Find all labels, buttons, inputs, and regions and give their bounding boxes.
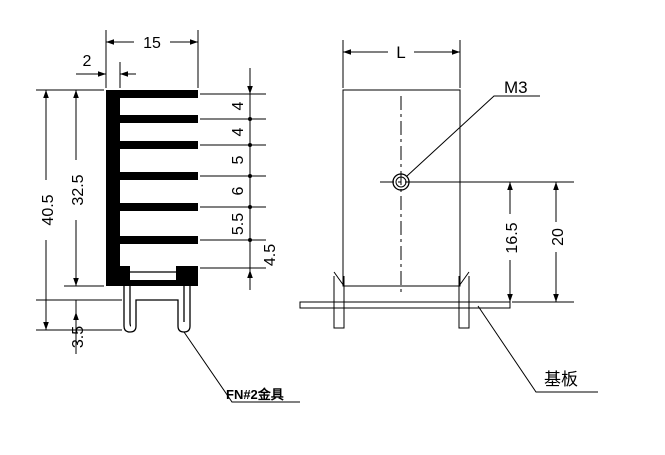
- dim-plate-height: 20: [512, 182, 574, 303]
- dim-plate-height-label: 20: [550, 228, 567, 246]
- clip-callout: FN#2金具: [183, 331, 300, 403]
- board-label: 基板: [544, 370, 578, 389]
- dim-clip-height: 3.5: [70, 300, 87, 354]
- pitch-label-5: 5.5: [230, 213, 247, 235]
- dim-fin-pitches: 4 4 5 6 5.5 4.5: [230, 68, 279, 290]
- dim-hole-height-label: 16.5: [504, 222, 521, 253]
- dim-base-2: 2: [76, 53, 136, 77]
- side-view: [299, 89, 511, 329]
- dim-body-height: 32.5: [66, 90, 88, 286]
- dim-width-15: 15: [106, 35, 198, 52]
- pitch-label-4: 6: [230, 186, 247, 195]
- dim-L-label: L: [396, 43, 405, 62]
- hole-callout: M3: [406, 78, 540, 177]
- pitch-label-3: 5: [230, 155, 247, 164]
- dim-overall-height-label: 40.5: [40, 194, 57, 225]
- board-callout: 基板: [477, 305, 598, 393]
- clip-label: FN#2金具: [226, 387, 284, 402]
- hole-label: M3: [504, 78, 528, 97]
- dim-body-height-label: 32.5: [70, 174, 87, 205]
- dim-width-label: 15: [143, 35, 161, 52]
- left-extension-lines: [36, 30, 266, 331]
- dim-clip-height-label: 3.5: [70, 326, 87, 348]
- fn2-clip: [123, 271, 191, 333]
- pitch-label-2: 4: [230, 127, 247, 136]
- dim-width-L: L: [342, 40, 461, 88]
- heatsink-profile: [106, 90, 198, 286]
- dim-base-label: 2: [83, 53, 92, 70]
- pitch-label-1: 4: [230, 101, 247, 110]
- dim-hole-height: 16.5: [410, 181, 574, 302]
- dim-overall-height: 40.5: [36, 90, 58, 330]
- pitch-label-6: 4.5: [262, 244, 279, 266]
